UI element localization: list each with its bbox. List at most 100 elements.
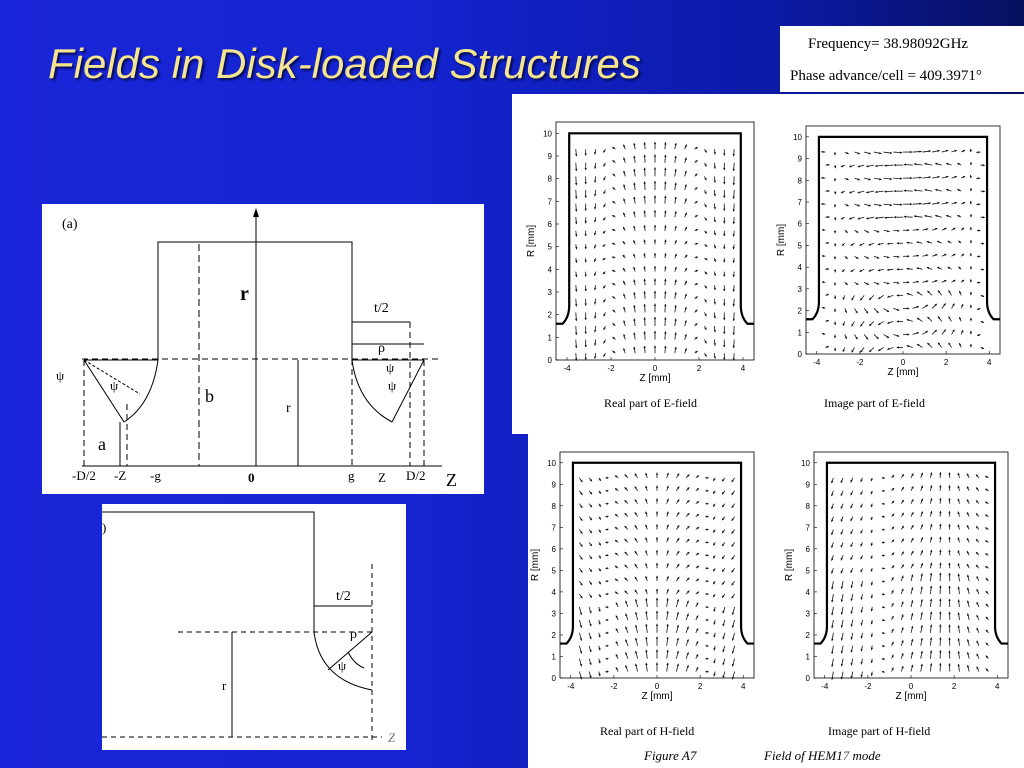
tick-d2: D/2 [406, 468, 426, 483]
tick-minus-d2: -D/2 [72, 468, 96, 483]
y-tick-label: 3 [548, 288, 553, 297]
y-tick-label: 10 [543, 129, 552, 138]
y-tick-label: 0 [806, 674, 811, 683]
y-tick-label: 8 [552, 502, 557, 511]
x-tick-label: 4 [741, 682, 746, 691]
field-arrows [579, 472, 735, 680]
half-t-label-b: t/2 [336, 589, 351, 604]
y-tick-label: 5 [798, 241, 803, 250]
psi2-left-label: ψ [56, 368, 64, 383]
b-label: b [205, 386, 214, 406]
tick-minus-z1: -Z [114, 468, 126, 483]
frequency-text: Frequency= 38.98092GHz [808, 36, 969, 52]
y-tick-label: 4 [548, 265, 553, 274]
y-tick-label: 4 [798, 263, 803, 272]
y-tick-label: 1 [798, 328, 803, 337]
y-tick-label: 0 [798, 350, 803, 359]
tick-z1: Z [378, 470, 386, 485]
y-tick-label: 5 [806, 566, 811, 575]
a-label: a [98, 434, 106, 454]
y-tick-label: 7 [798, 198, 803, 207]
cavity-outline [560, 461, 754, 645]
y-tick-label: 2 [798, 307, 803, 316]
y-tick-label: 9 [548, 152, 553, 161]
x-tick-label: -4 [821, 682, 829, 691]
x-tick-label: -4 [563, 364, 571, 373]
diagram-a-svg: (a) r b a r t/2 ρ ψ ψ ψ ψ Z -D/2 -Z -g 0… [56, 208, 457, 490]
y-tick-label: 1 [548, 333, 553, 342]
cavity-outline [814, 461, 1008, 645]
diagram-a-panel: (a) r b a r t/2 ρ ψ ψ ψ ψ Z -D/2 -Z -g 0… [42, 204, 484, 494]
psi1-label-b: ψ [338, 658, 346, 673]
y-tick-label: 6 [548, 220, 553, 229]
x-tick-label: 0 [909, 682, 914, 691]
field-arrows [575, 141, 735, 361]
y-tick-label: 8 [806, 502, 811, 511]
r-axis-label: r [240, 283, 249, 305]
figure-number: Figure A7 [644, 748, 697, 763]
x-tick-label: 4 [741, 364, 746, 373]
figure-caption-text: Field of HEM17 mode [764, 748, 881, 764]
y-axis-label: R [mm] [530, 549, 541, 581]
x-tick-label: 0 [655, 682, 660, 691]
diagram-b-svg: ) t/2 ρ ψ r Z [102, 511, 396, 745]
psi1-left-label: ψ [110, 378, 118, 393]
diagram-b-panel: ) t/2 ρ ψ r Z [102, 504, 406, 750]
y-tick-label: 0 [548, 356, 553, 365]
x-tick-label: -4 [813, 358, 821, 367]
y-axis-label: R [mm] [526, 225, 537, 257]
caption-imag-e: Image part of E-field [824, 396, 925, 410]
y-tick-label: 8 [798, 176, 803, 185]
field-arrows [831, 472, 989, 680]
x-tick-label: 2 [697, 364, 702, 373]
z-axis-label-a: Z [446, 470, 457, 490]
figure-caption-suffix: mode [849, 748, 881, 763]
diagram-b-label: ) [102, 520, 106, 535]
x-tick-label: 4 [987, 358, 992, 367]
x-tick-label: 2 [698, 682, 703, 691]
y-tick-label: 6 [798, 220, 803, 229]
y-tick-label: 9 [552, 480, 557, 489]
y-tick-label: 7 [552, 523, 557, 532]
y-tick-label: 3 [798, 285, 803, 294]
x-tick-label: 2 [952, 682, 957, 691]
x-axis-label: Z [mm] [639, 373, 670, 384]
x-axis-label: Z [mm] [887, 367, 918, 378]
y-tick-label: 3 [806, 609, 811, 618]
cavity-outline [806, 135, 1000, 321]
y-tick-label: 10 [793, 133, 802, 142]
figure-caption-main: Field of HEM1 [764, 748, 843, 763]
diagram-a-label: (a) [62, 217, 78, 232]
y-tick-label: 10 [801, 459, 810, 468]
caption-real-h: Real part of H-field [600, 724, 695, 738]
y-tick-label: 2 [548, 311, 553, 320]
y-tick-label: 9 [806, 480, 811, 489]
y-tick-label: 2 [806, 631, 811, 640]
y-tick-label: 7 [548, 197, 553, 206]
x-tick-label: -2 [607, 364, 615, 373]
y-tick-label: 4 [552, 588, 557, 597]
field-arrows [821, 148, 985, 353]
tick-g: g [348, 468, 355, 483]
psi1-right-label: ψ [388, 378, 396, 393]
x-tick-label: 0 [653, 364, 658, 373]
y-tick-label: 2 [552, 631, 557, 640]
rho-label: ρ [378, 341, 385, 356]
x-tick-label: -4 [567, 682, 575, 691]
diagram-a-axis-ticks: -D/2 -Z -g 0 g Z D/2 [72, 468, 426, 485]
z-axis-label-b: Z [388, 730, 396, 745]
y-tick-label: 1 [552, 652, 557, 661]
y-axis-label: R [mm] [776, 224, 787, 256]
caption-real-e: Real part of E-field [604, 396, 697, 410]
plot-frame [813, 451, 1009, 679]
slide-title: Fields in Disk-loaded Structures [48, 40, 641, 87]
rc-label: r [286, 401, 291, 416]
cavity-outline [556, 132, 754, 325]
figure-caption-mode-index: 7 [842, 748, 850, 763]
half-t-label: t/2 [374, 301, 389, 316]
rho-label-b: ρ [350, 627, 357, 642]
